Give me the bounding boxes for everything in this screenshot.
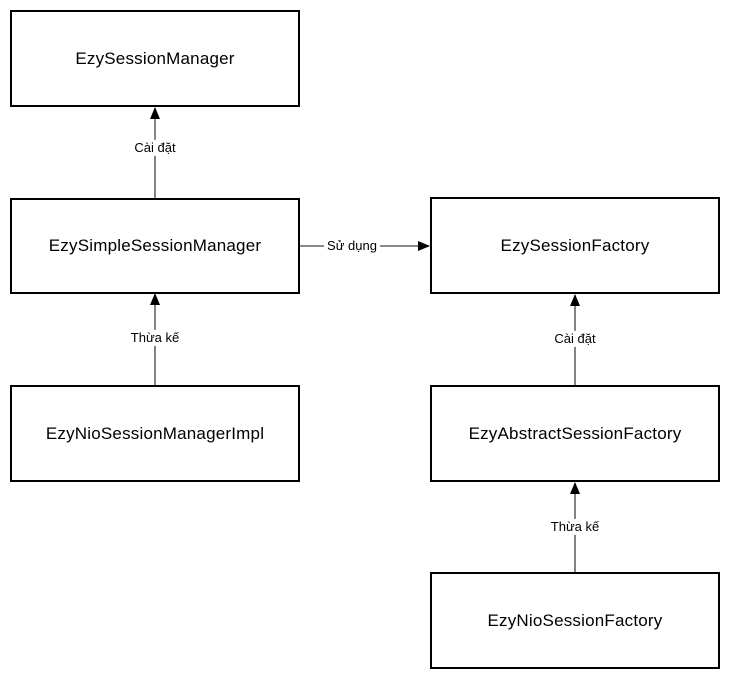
node-label: EzySessionManager	[75, 48, 235, 68]
node-label: EzyAbstractSessionFactory	[468, 423, 682, 443]
node-ezy-nio-session-factory: EzyNioSessionFactory	[430, 572, 720, 669]
edge-label-use: Sử dụng	[324, 237, 380, 255]
node-label: EzySessionFactory	[500, 235, 650, 255]
node-ezy-session-factory: EzySessionFactory	[430, 197, 720, 294]
node-label: EzySimpleSessionManager	[48, 236, 262, 255]
node-label: EzyNioSessionManagerImpl	[45, 423, 265, 443]
node-ezy-simple-session-manager: EzySimpleSessionManager	[10, 198, 300, 294]
edge-label-inherit-right: Thừa kế	[547, 518, 603, 536]
node-ezy-nio-session-manager-impl: EzyNioSessionManagerImpl	[10, 385, 300, 482]
edge-label-inherit-left: Thừa kế	[127, 329, 183, 347]
node-ezy-session-manager: EzySessionManager	[10, 10, 300, 107]
node-ezy-abstract-session-factory: EzyAbstractSessionFactory	[430, 385, 720, 482]
edge-label-implement-right: Cài đặt	[551, 330, 599, 348]
edge-label-implement-left: Cài đặt	[131, 139, 179, 157]
node-label: EzyNioSessionFactory	[487, 610, 663, 630]
